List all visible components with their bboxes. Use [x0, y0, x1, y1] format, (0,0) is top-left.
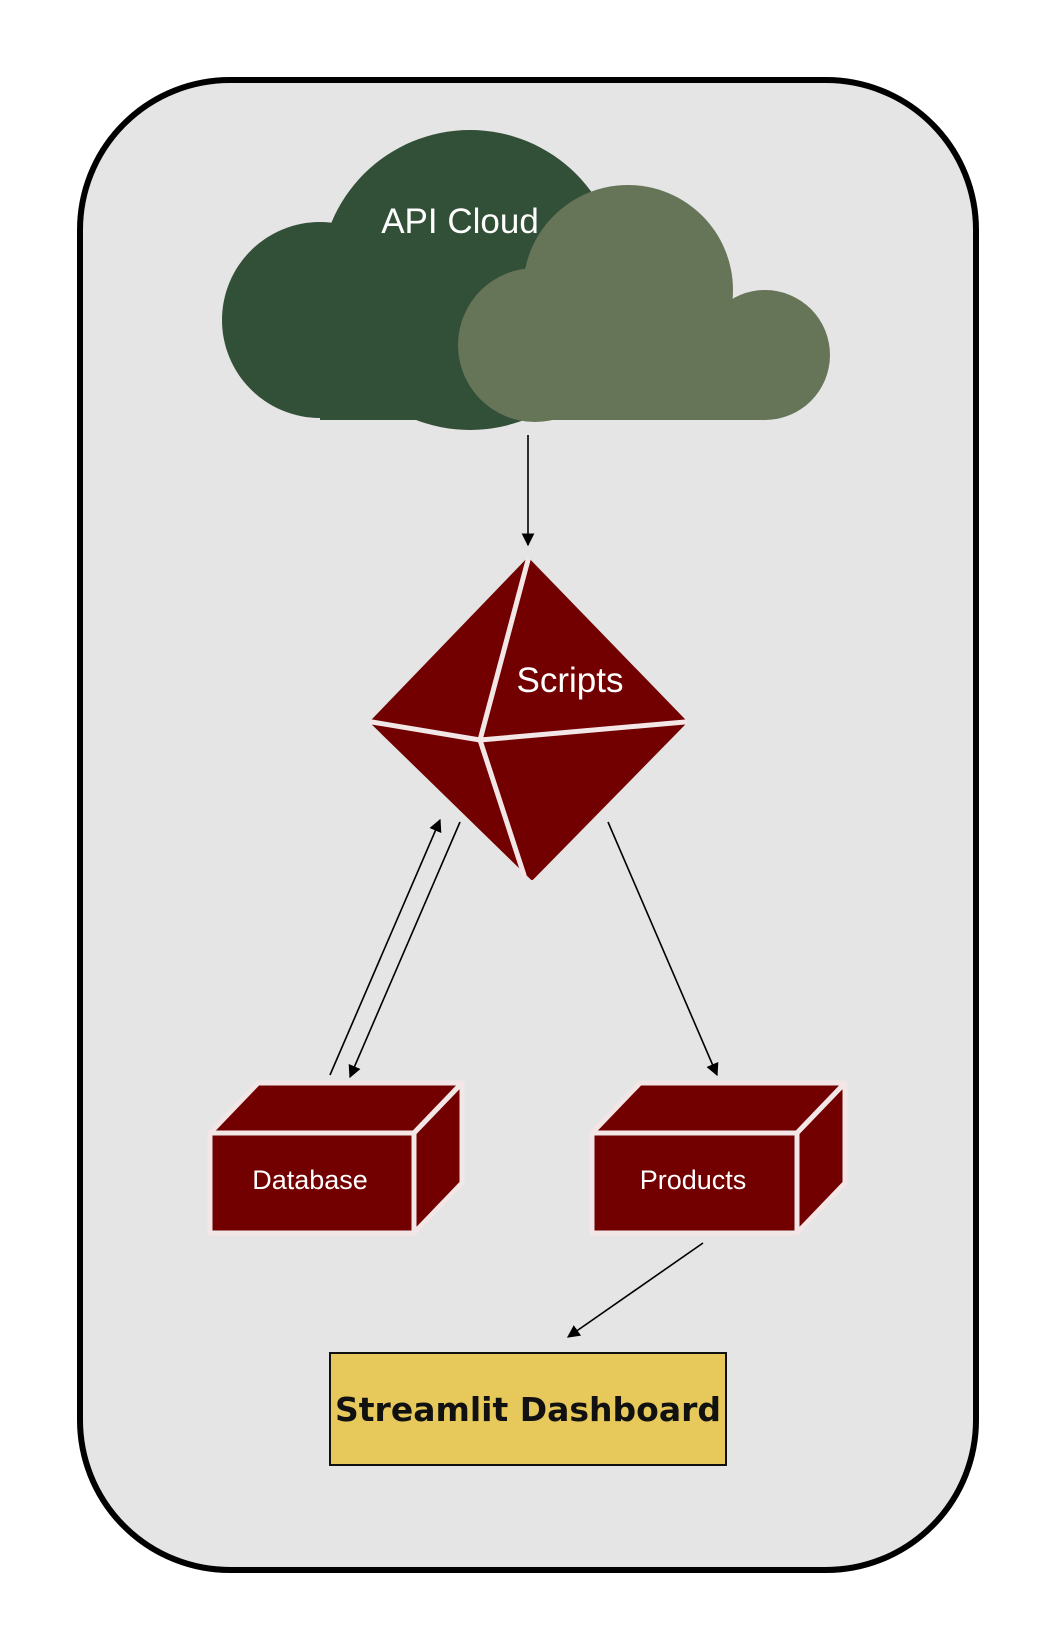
cloud-light-shape: [458, 185, 830, 422]
arrow-database-to-scripts: [329, 818, 442, 1076]
dashboard-node: Streamlit Dashboard: [329, 1352, 727, 1466]
arrow-scripts-to-products: [607, 821, 719, 1077]
api-cloud-node: API Cloud: [222, 130, 830, 430]
products-label: Products: [640, 1165, 747, 1195]
products-node: Products: [589, 1080, 848, 1236]
dashboard-label: Streamlit Dashboard: [335, 1390, 721, 1429]
database-box-shape: [207, 1080, 465, 1236]
scripts-label: Scripts: [517, 661, 624, 700]
database-node: Database: [207, 1080, 465, 1236]
arrow-products-to-dashboard: [566, 1242, 704, 1338]
database-label: Database: [252, 1165, 368, 1195]
arrow-scripts-to-database: [348, 821, 461, 1079]
dashboard-box: [329, 1352, 727, 1466]
scripts-node: Scripts: [369, 557, 688, 880]
api-cloud-label: API Cloud: [381, 202, 539, 241]
products-box-shape: [589, 1080, 848, 1236]
scripts-shape: [370, 558, 687, 880]
scripts-facet-lines: [369, 557, 688, 878]
